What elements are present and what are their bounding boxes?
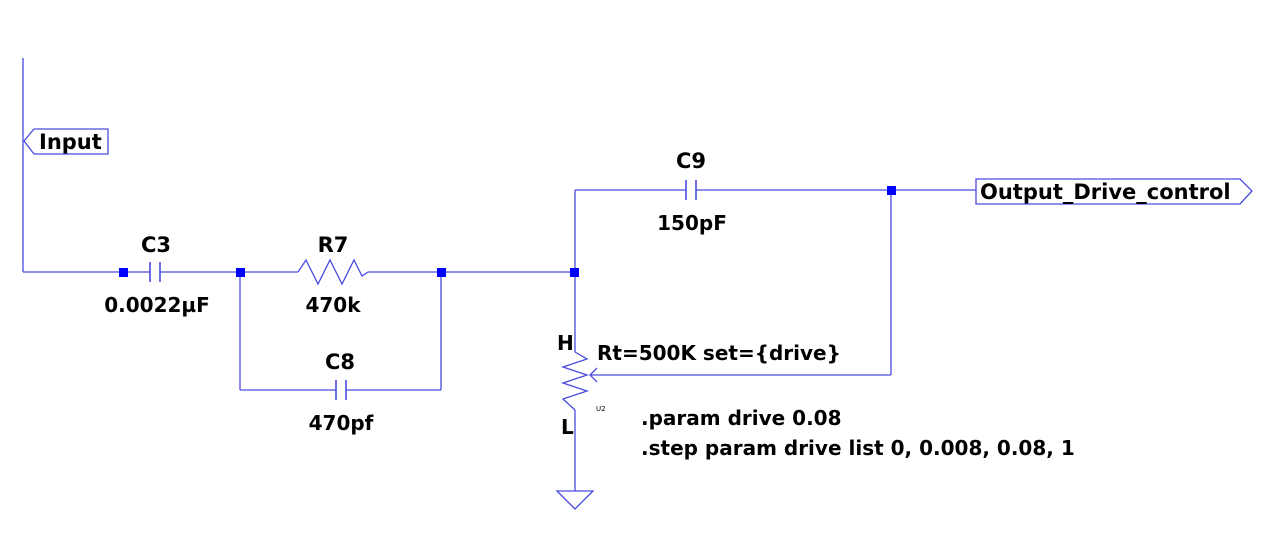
capacitor-c9[interactable] [685,180,697,200]
wires [22,58,976,491]
input-net-label: Input [39,130,102,154]
output-net-flag[interactable] [975,178,1253,205]
r7-value-label: 470k [305,293,361,317]
c3-value-label: 0.0022µF [104,293,210,317]
u2-params-label: Rt=500K set={drive} [597,341,841,365]
u2-pin-l-label: L [561,415,574,439]
junctions [119,186,896,277]
junction-dot [119,268,128,277]
potentiometer-u2[interactable] [560,351,598,411]
output-net-label: Output_Drive_control [980,180,1231,204]
c8-ref-label: C8 [325,350,355,374]
c9-ref-label: C9 [676,149,706,173]
junction-dot [887,186,896,195]
c8-value-label: 470pf [309,411,374,435]
resistor-r7[interactable] [297,258,369,286]
param-directive[interactable]: .param drive 0.08 [641,406,842,430]
capacitor-c3[interactable] [149,262,161,282]
junction-dot [437,268,446,277]
c3-ref-label: C3 [141,233,171,257]
junction-dot [570,268,579,277]
c9-value-label: 150pF [657,211,727,235]
u2-pin-h-label: H [557,331,574,355]
junction-dot [236,268,245,277]
step-directive[interactable]: .step param drive list 0, 0.008, 0.08, 1 [641,436,1075,460]
u2-ref-label: U2 [596,405,606,413]
input-net-flag[interactable] [23,128,109,155]
r7-ref-label: R7 [318,233,349,257]
capacitor-c8[interactable] [335,380,347,400]
ground-symbol[interactable] [555,490,595,510]
